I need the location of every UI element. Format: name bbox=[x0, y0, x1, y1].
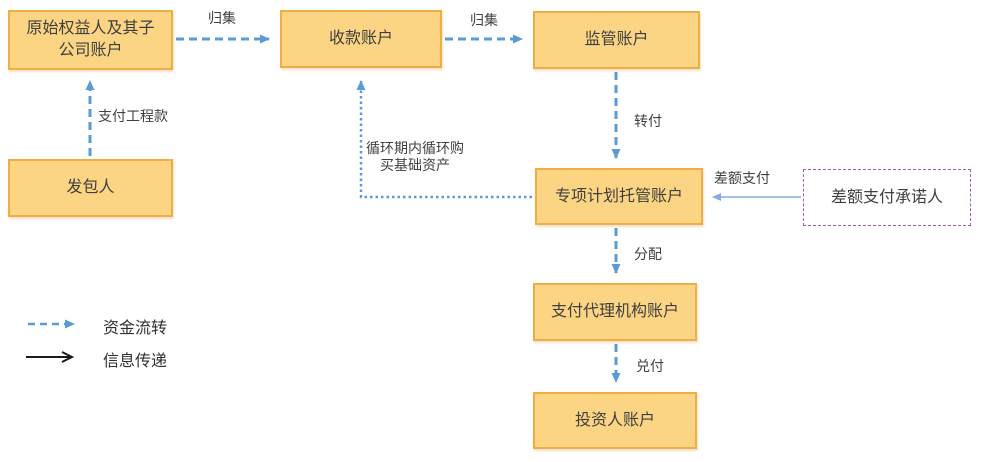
edge-label-zhuanfu: 转付 bbox=[634, 113, 662, 129]
node-collection-label: 收款账户 bbox=[328, 30, 393, 48]
edge-custody-collection-loop bbox=[356, 80, 532, 199]
node-originator-account: 原始权益人及其子公司账户 bbox=[8, 10, 173, 70]
node-investor-account: 投资人账户 bbox=[533, 392, 697, 449]
node-difference-promisor-label: 差额支付承诺人 bbox=[830, 188, 943, 206]
node-employer: 发包人 bbox=[8, 159, 173, 217]
node-supervision-label: 监管账户 bbox=[584, 31, 649, 49]
node-collection-account: 收款账户 bbox=[280, 10, 442, 68]
edge-label-duifu: 兑付 bbox=[636, 358, 664, 374]
node-difference-promisor: 差额支付承诺人 bbox=[803, 169, 971, 226]
edge-label-zhifu-gongchengkuan: 支付工程款 bbox=[98, 108, 168, 124]
edge-label-guiji-2: 归集 bbox=[470, 12, 498, 28]
node-originator-label: 原始权益人及其子公司账户 bbox=[26, 20, 155, 59]
legend-info-transfer-label: 信息传递 bbox=[103, 353, 168, 370]
edge-label-fenpei: 分配 bbox=[634, 246, 662, 262]
node-custody-account: 专项计划托管账户 bbox=[535, 168, 703, 225]
node-payment-agent-account: 支付代理机构账户 bbox=[533, 283, 697, 341]
node-investor-label: 投资人账户 bbox=[574, 411, 655, 429]
edge-label-chae-zhifu: 差额支付 bbox=[714, 170, 770, 186]
node-supervision-account: 监管账户 bbox=[533, 11, 700, 69]
node-payment-agent-label: 支付代理机构账户 bbox=[550, 303, 679, 321]
edge-label-guiji-1: 归集 bbox=[208, 10, 236, 26]
node-employer-label: 发包人 bbox=[66, 179, 115, 197]
edge-label-xunhuan-goumai: 循环期内循环购买基础资产 bbox=[366, 140, 464, 173]
node-custody-label: 专项计划托管账户 bbox=[554, 187, 683, 205]
legend-fund-flow-label: 资金流转 bbox=[103, 320, 168, 337]
